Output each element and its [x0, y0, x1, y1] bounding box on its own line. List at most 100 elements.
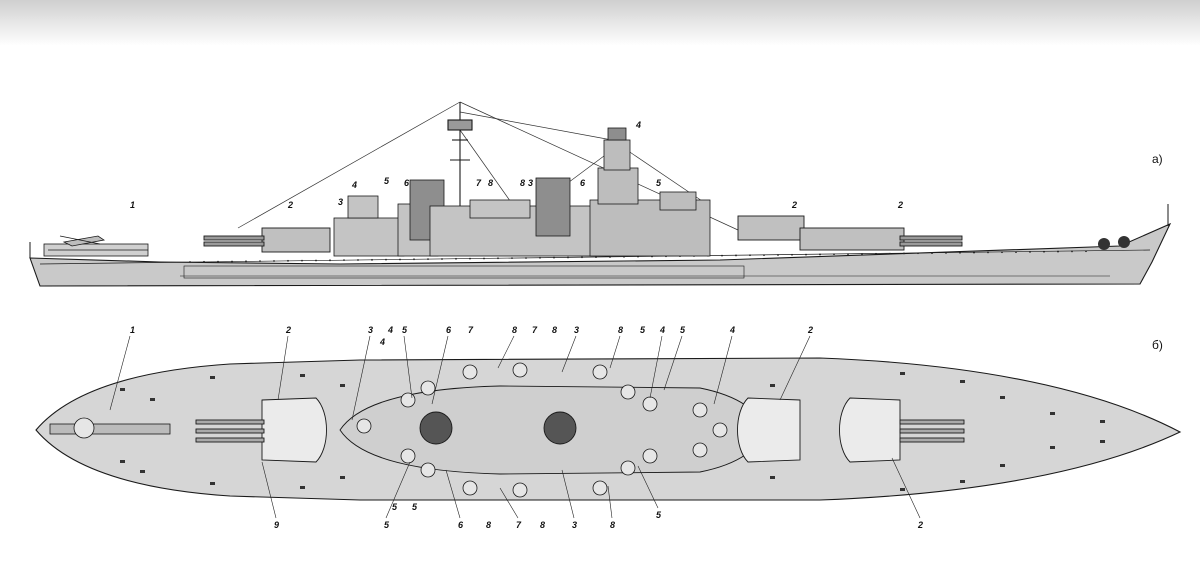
secondary-mount	[400, 448, 416, 464]
side-callout: 6	[580, 178, 586, 188]
porthole	[315, 259, 317, 262]
deck-fitting	[210, 376, 215, 379]
secondary-mount	[692, 402, 708, 418]
plan-callout: 4	[379, 337, 385, 347]
side-midship-superstructure	[429, 177, 611, 257]
porthole	[231, 260, 233, 263]
plan-callout: 4	[659, 325, 665, 335]
porthole	[413, 258, 415, 261]
secondary-mount	[462, 364, 478, 380]
side-callout: 8	[488, 178, 493, 188]
porthole	[1085, 250, 1087, 253]
plan-callouts-extra: 5 5 4	[379, 337, 418, 512]
side-callouts: 1 2 3 4 5 6 7 8 3 8 6 5 4 2 2	[130, 120, 903, 210]
porthole	[273, 260, 275, 262]
porthole	[301, 259, 303, 262]
plan-forward-turret-1	[737, 397, 801, 463]
porthole	[483, 257, 485, 260]
deck-fitting	[210, 482, 215, 485]
secondary-mount	[620, 460, 636, 476]
porthole	[525, 257, 527, 259]
porthole	[1029, 251, 1031, 253]
secondary-mount	[356, 418, 372, 434]
side-forward-tower	[589, 127, 711, 257]
side-callout: 2	[791, 200, 797, 210]
side-callout: 2	[897, 200, 903, 210]
porthole	[833, 253, 835, 256]
porthole	[791, 253, 793, 256]
side-aft-superstructure	[333, 179, 445, 257]
side-aircraft	[43, 235, 149, 257]
porthole	[539, 256, 541, 259]
deck-fitting	[140, 470, 145, 473]
deck-fitting	[1100, 420, 1105, 423]
porthole	[469, 257, 471, 260]
plan-callout: 5	[640, 325, 646, 335]
plan-deck-details	[120, 372, 1105, 491]
deck-fitting	[120, 460, 125, 463]
side-portholes	[189, 250, 1087, 263]
plan-leader-lines	[109, 335, 921, 519]
side-callout: 2	[287, 200, 293, 210]
porthole	[343, 259, 345, 262]
plan-callout: 4	[387, 325, 393, 335]
side-deck-line	[39, 249, 1151, 265]
porthole	[777, 254, 779, 256]
scanned-top-strip	[0, 0, 1200, 46]
plan-catapult	[49, 417, 171, 439]
plan-view: 1 2 3 4 5 6 7 8 7 8 3 8 5 4 5 4 2 9	[35, 325, 1182, 530]
deck-fitting	[340, 384, 345, 387]
porthole	[973, 251, 975, 254]
plan-callout: 3	[368, 325, 373, 335]
side-armor-belt	[183, 265, 745, 279]
secondary-mount	[420, 462, 436, 478]
porthole	[861, 253, 863, 255]
porthole	[1043, 250, 1045, 253]
secondary-mount	[712, 422, 728, 438]
side-callout: 3	[338, 197, 343, 207]
porthole	[553, 256, 555, 259]
porthole	[1001, 251, 1003, 254]
side-callout: 7	[476, 178, 482, 188]
side-forward-turret-1	[737, 215, 805, 241]
deck-fitting	[900, 488, 905, 491]
porthole	[581, 256, 583, 259]
porthole	[245, 260, 247, 263]
porthole	[763, 254, 765, 257]
porthole	[567, 256, 569, 259]
side-callout: 6	[404, 178, 410, 188]
porthole	[931, 252, 933, 254]
porthole	[259, 260, 261, 263]
porthole	[749, 254, 751, 257]
porthole	[329, 259, 331, 262]
porthole	[595, 256, 597, 259]
side-callout: 5	[656, 178, 662, 188]
porthole	[1015, 251, 1017, 253]
deck-fitting	[120, 388, 125, 391]
porthole	[1057, 250, 1059, 253]
side-hull	[29, 222, 1172, 287]
porthole	[217, 260, 219, 263]
porthole	[959, 251, 961, 254]
plan-callout: 6	[446, 325, 452, 335]
plan-view-label: б)	[1152, 338, 1163, 352]
porthole	[945, 252, 947, 254]
secondary-mount	[512, 482, 528, 498]
deck-fitting	[1050, 412, 1055, 415]
porthole	[805, 253, 807, 256]
porthole	[987, 251, 989, 254]
plan-callouts-top: 1 2 3 4 5 6 7 8 7 8 3 8 5 4 5 4 2	[130, 325, 813, 335]
plan-callout: 3	[572, 520, 577, 530]
porthole	[371, 258, 373, 261]
side-view: 1 2 3 4 5 6 7 8 3 8 6 5 4 2 2	[29, 101, 1172, 287]
secondary-mount	[620, 384, 636, 400]
porthole	[497, 257, 499, 260]
side-anchors	[1098, 236, 1130, 250]
secondary-mount	[592, 480, 608, 496]
plan-callout: 7	[468, 325, 474, 335]
porthole	[735, 254, 737, 257]
secondary-mount	[462, 480, 478, 496]
plan-callout: 9	[274, 520, 279, 530]
plan-callout: 5	[412, 502, 418, 512]
